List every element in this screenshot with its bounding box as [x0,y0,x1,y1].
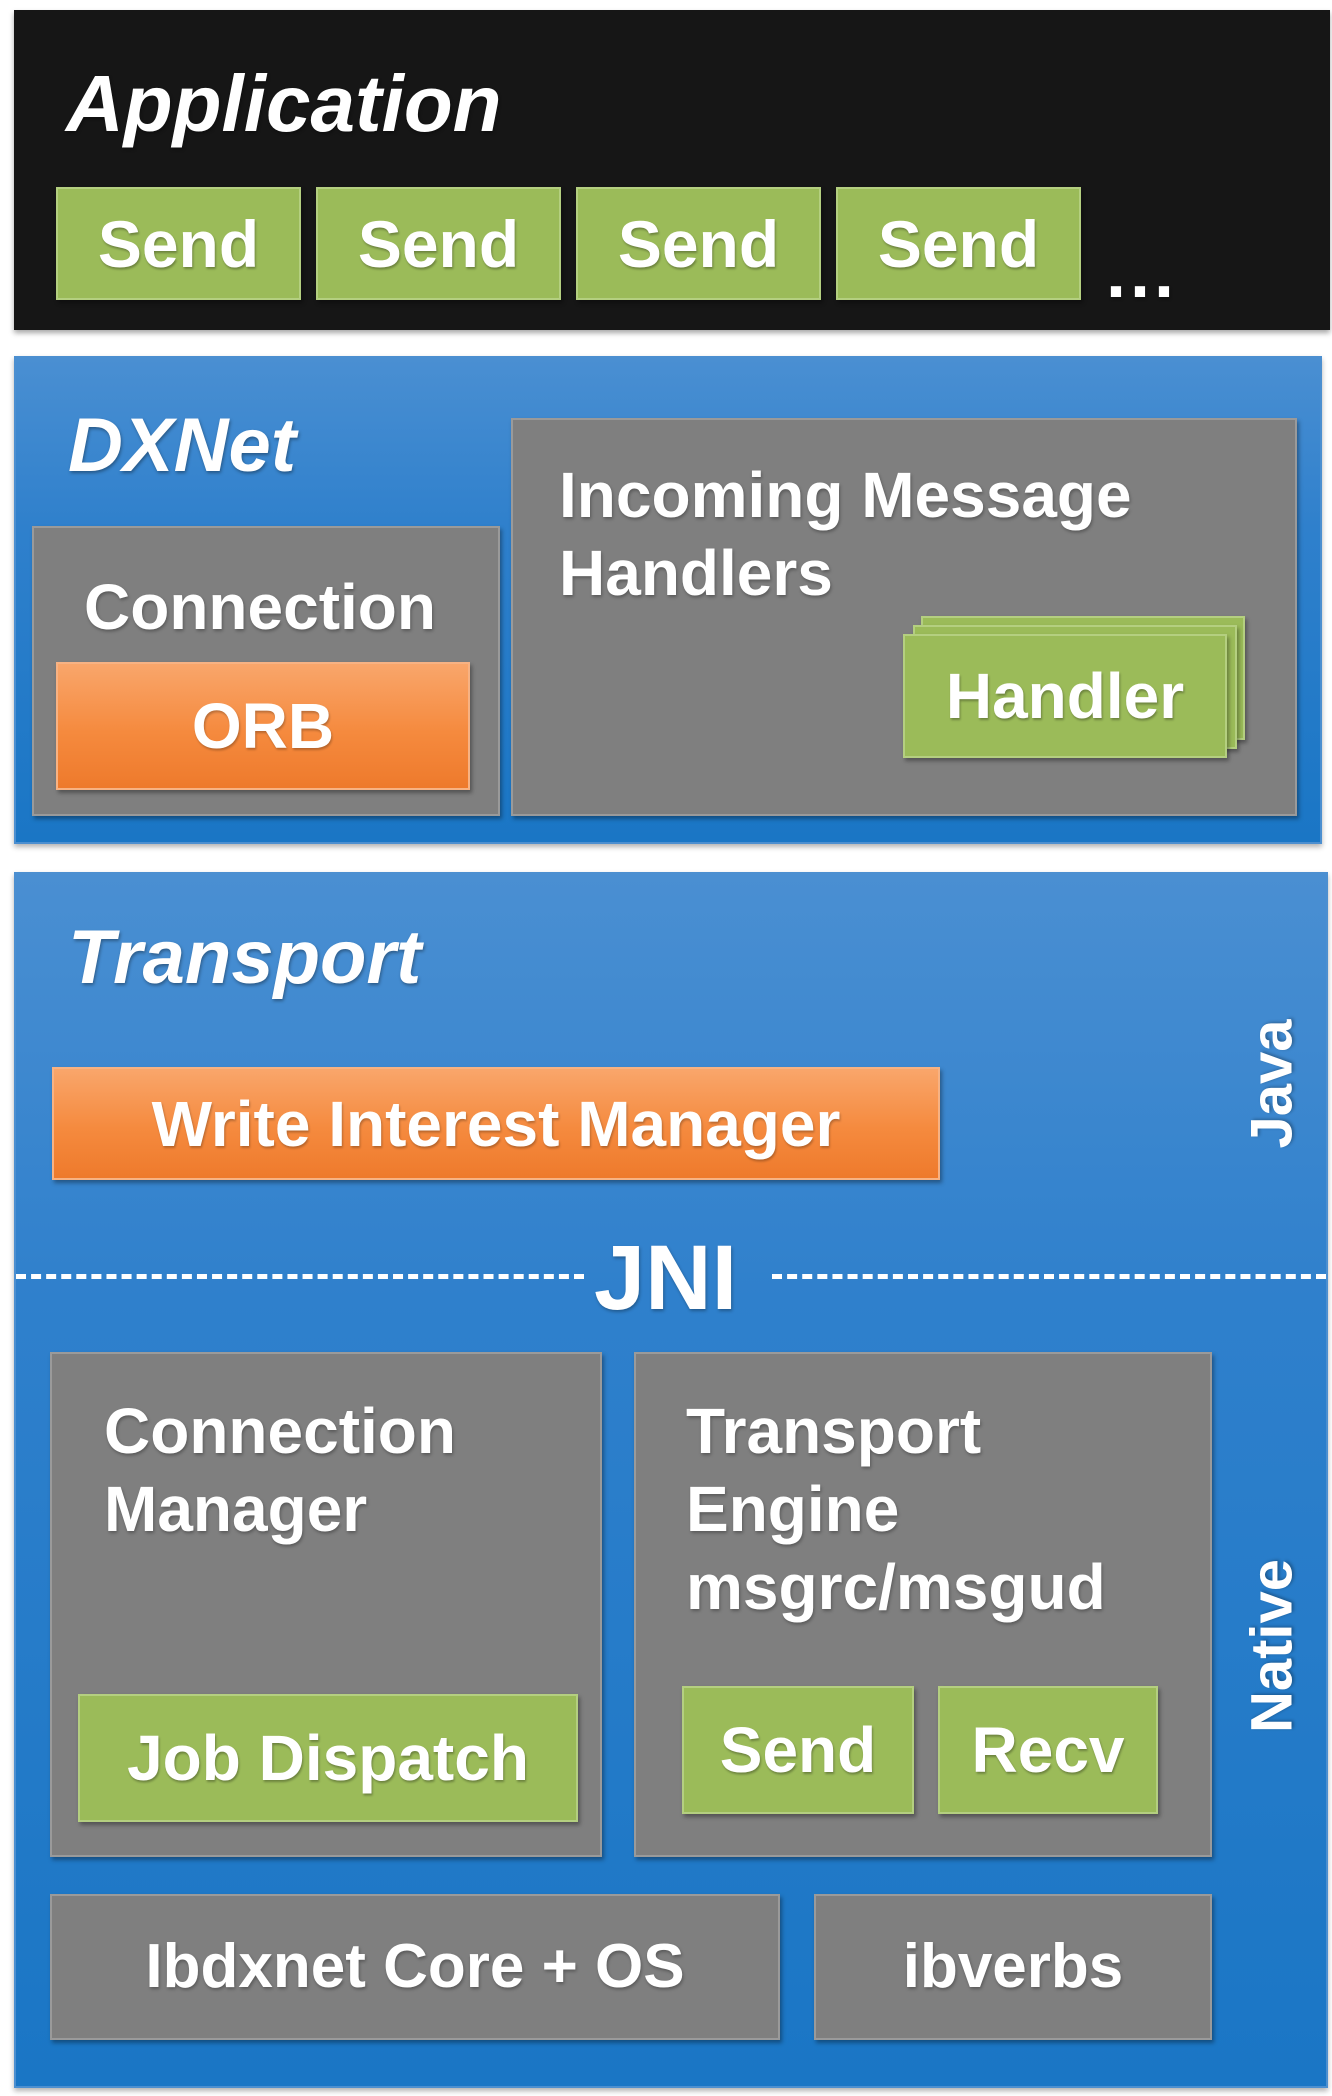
connection-box: Connection ORB [32,526,500,816]
transport-engine-label-line1: Transport [686,1395,982,1467]
connection-manager-label-line1: Connection [104,1395,456,1467]
java-label: Java [1239,1019,1305,1149]
engine-send-label: Send [719,1714,877,1786]
write-interest-manager-box: Write Interest Manager [52,1067,940,1180]
incoming-message-handlers-box: Incoming Message Handlers Handler [511,418,1297,816]
connection-manager-label-line2: Manager [104,1473,368,1546]
job-dispatch-box: Job Dispatch [78,1694,578,1822]
send-box-2-label: Send [357,206,520,281]
send-box-3-label: Send [617,206,780,281]
application-title: Application [66,59,502,148]
send-box-4: Send [836,187,1081,300]
incoming-message-handlers-label: Incoming Message Handlers [559,456,1132,612]
incoming-message-label-line1: Incoming Message [559,459,1132,531]
orb-label: ORB [191,690,335,762]
send-box-1: Send [56,187,301,300]
transport-title: Transport [68,915,422,1000]
transport-engine-label-line2: Engine [686,1473,900,1546]
dxnet-layer: DXNet Connection ORB Incoming Message Ha… [14,356,1322,844]
application-layer: Application Send Send Send Send ... [14,10,1330,330]
orb-box: ORB [56,662,470,790]
handler-box: Handler [903,634,1227,758]
send-box-4-label: Send [877,206,1040,281]
transport-engine-label: Transport Engine msgrc/msgud [686,1392,1106,1626]
jni-divider-left [16,1274,584,1279]
ibdxnet-core-box: Ibdxnet Core + OS [50,1894,780,2040]
send-box-2: Send [316,187,561,300]
jni-label: JNI [594,1227,738,1329]
engine-send-box: Send [682,1686,914,1814]
ibdxnet-core-label: Ibdxnet Core + OS [145,1932,685,2002]
connection-label: Connection [84,571,436,643]
connection-manager-box: Connection Manager Job Dispatch [50,1352,602,1857]
engine-recv-label: Recv [971,1714,1125,1786]
send-box-3: Send [576,187,821,300]
send-box-1-label: Send [97,206,260,281]
application-ellipsis: ... [1106,233,1179,313]
engine-recv-box: Recv [938,1686,1158,1814]
transport-layer: Transport Write Interest Manager Java JN… [14,872,1328,2088]
transport-engine-box: Transport Engine msgrc/msgud Send Recv [634,1352,1212,1857]
dxnet-title: DXNet [68,403,297,488]
write-interest-manager-label: Write Interest Manager [151,1087,841,1160]
native-label: Native [1239,1558,1305,1734]
transport-engine-label-line3: msgrc/msgud [686,1551,1106,1624]
ibverbs-box: ibverbs [814,1894,1212,2040]
ibverbs-label: ibverbs [902,1932,1124,2002]
job-dispatch-label: Job Dispatch [127,1722,529,1794]
connection-manager-label: Connection Manager [104,1392,456,1548]
jni-divider-right [772,1274,1326,1279]
handler-label: Handler [945,660,1185,732]
incoming-message-label-line2: Handlers [559,537,833,610]
